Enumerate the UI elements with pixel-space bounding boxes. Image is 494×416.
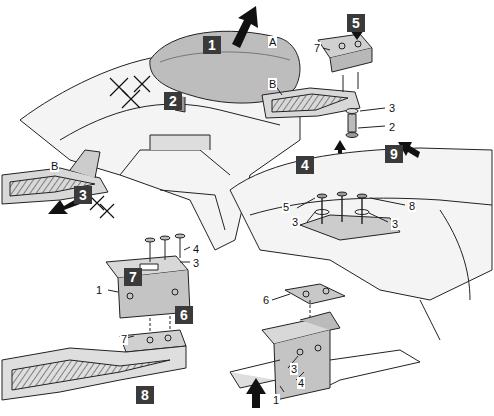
step-number-box: 9: [385, 145, 403, 163]
step-number: 5: [352, 15, 360, 31]
callout-number: 2: [388, 121, 396, 133]
callout-number: 6: [262, 294, 270, 306]
step-number-box: 8: [136, 386, 154, 404]
step-number: 7: [129, 269, 137, 285]
step-number-box: 5: [347, 14, 365, 32]
step-number: 8: [141, 387, 149, 403]
callout-number: B: [50, 160, 59, 172]
callout-number: 8: [408, 200, 416, 212]
step-number: 9: [390, 146, 398, 162]
step-number: 3: [79, 187, 87, 203]
step-number: 4: [301, 157, 309, 173]
step-number: 6: [180, 307, 188, 323]
callout-number: 1: [272, 394, 280, 406]
step-number-box: 3: [74, 186, 92, 204]
callout-number: 3: [291, 216, 299, 228]
step-number-box: 2: [164, 92, 182, 110]
step-number-box: 7: [124, 268, 142, 286]
callout-number: 7: [120, 333, 128, 345]
callout-number: 4: [192, 243, 200, 255]
callout-number: 4: [297, 377, 305, 389]
callout-number: 3: [290, 363, 298, 375]
step-number: 1: [208, 37, 216, 53]
callout-number: A: [268, 36, 277, 48]
callout-number: 3: [192, 257, 200, 269]
step-number-box: 6: [175, 306, 193, 324]
callout-number: 7: [313, 42, 321, 54]
step-number-box: 1: [203, 36, 221, 54]
step-number-box: 4: [296, 156, 314, 174]
callout-number: 5: [282, 201, 290, 213]
callout-number: 3: [391, 218, 399, 230]
callout-number: 3: [388, 102, 396, 114]
callout-number: 1: [95, 284, 103, 296]
step-number: 2: [169, 93, 177, 109]
callout-number: B: [268, 78, 277, 90]
